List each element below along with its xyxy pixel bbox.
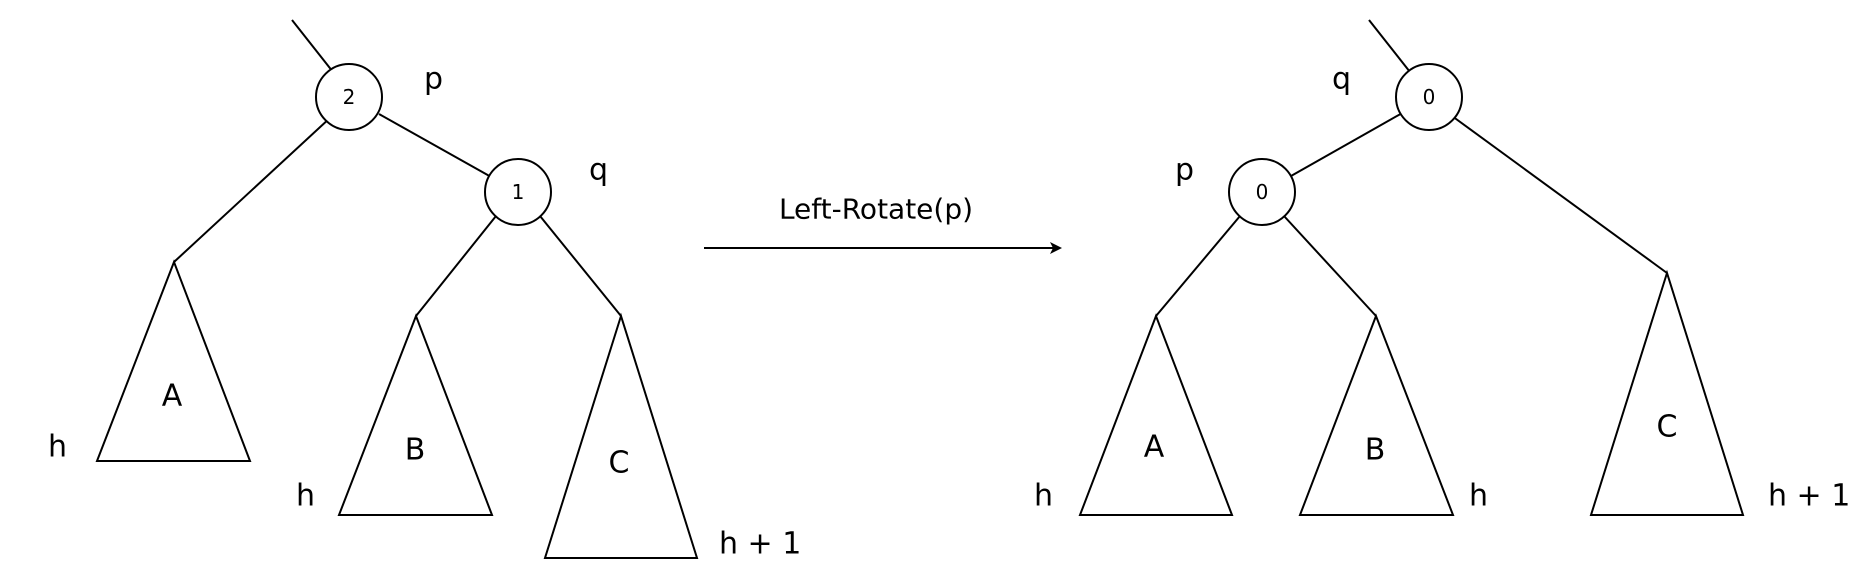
rotation-arrow: Left-Rotate(p) (704, 193, 1062, 254)
after-tree: A B C h h h + 1 0 q 0 p (1034, 19, 1850, 516)
after-node-p-balance: 0 (1256, 180, 1269, 204)
after-edge-p-b (1283, 215, 1377, 317)
after-subtree-c-label: C (1657, 410, 1678, 445)
before-subtree-b-triangle (337, 313, 494, 516)
before-subtree-b-label: B (405, 433, 426, 468)
before-edge-p-a (173, 116, 332, 263)
before-node-q-name: q (589, 153, 608, 188)
after-node-q (1395, 63, 1463, 131)
before-subtree-a-triangle (95, 259, 252, 462)
after-node-q-name: q (1332, 62, 1351, 97)
after-parent-edge (1368, 19, 1411, 73)
after-edge-q-c (1451, 115, 1668, 274)
after-subtree-a-triangle (1078, 313, 1234, 516)
after-edge-q-p (1290, 111, 1405, 177)
after-node-p (1228, 158, 1296, 226)
before-height-b: h (296, 479, 315, 514)
before-node-p-name: p (424, 62, 443, 97)
after-edge-p-a (1155, 215, 1241, 317)
after-subtree-a-label: A (1144, 430, 1165, 465)
before-subtree-c-label: C (609, 446, 630, 481)
before-edge-p-q (378, 113, 494, 179)
after-node-p-name: p (1175, 153, 1194, 188)
before-edge-q-b (415, 215, 497, 317)
after-height-a: h (1034, 479, 1053, 514)
operation-label: Left-Rotate(p) (779, 193, 973, 226)
before-height-a: h (48, 430, 67, 465)
before-tree: A B C h h h + 1 2 p 1 q (48, 19, 801, 562)
after-subtree-c-triangle (1589, 269, 1745, 516)
before-node-q-balance: 1 (512, 180, 525, 204)
before-height-c: h + 1 (719, 527, 801, 562)
after-subtree-b-triangle (1298, 313, 1455, 516)
before-edge-q-c (539, 215, 622, 317)
before-parent-edge (291, 19, 334, 73)
before-subtree-c-triangle (543, 312, 699, 559)
after-node-q-balance: 0 (1423, 85, 1436, 109)
before-node-p-balance: 2 (343, 85, 356, 109)
before-subtree-a-label: A (162, 379, 183, 414)
before-node-q (484, 158, 552, 226)
before-node-p (315, 63, 383, 131)
after-height-b: h (1469, 479, 1488, 514)
after-height-c: h + 1 (1768, 479, 1850, 514)
after-subtree-b-label: B (1365, 433, 1386, 468)
